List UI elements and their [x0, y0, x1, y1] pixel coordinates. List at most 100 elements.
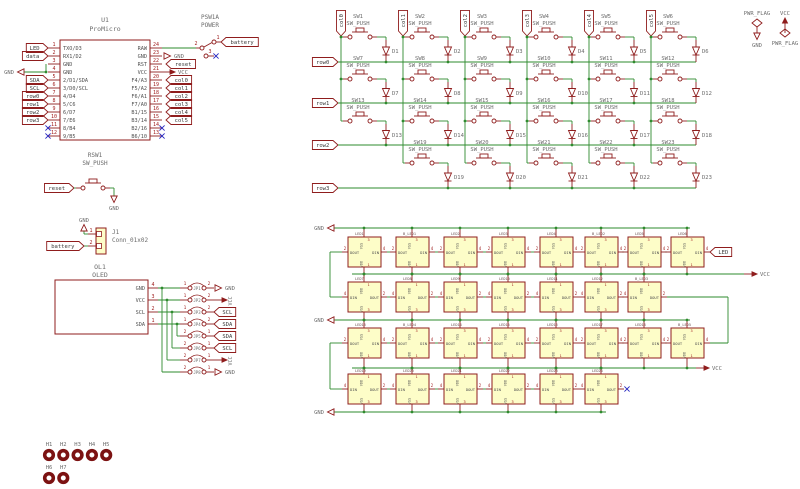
diode-triangle[interactable] [691, 46, 701, 57]
component-LED13-body[interactable] [347, 327, 382, 359]
global-label-SDA[interactable] [25, 75, 49, 85]
diode-triangle[interactable] [567, 130, 577, 140]
global-label-data[interactable] [21, 51, 49, 61]
global-label-col4[interactable] [584, 9, 594, 37]
global-label-row2[interactable] [311, 140, 339, 150]
diode-triangle[interactable] [691, 172, 701, 183]
component-B_LED1-body[interactable] [395, 236, 430, 268]
component-LED21-body[interactable] [443, 373, 478, 405]
component-LED8-body[interactable] [395, 281, 430, 313]
global-label-row0[interactable] [21, 91, 49, 101]
mounting-hole-H7[interactable] [57, 471, 70, 485]
diode-triangle[interactable] [381, 130, 391, 140]
global-label-row3[interactable] [311, 183, 339, 193]
diode-triangle[interactable] [629, 46, 639, 57]
global-label-SDA[interactable] [213, 319, 237, 329]
pwr-flag-symbol[interactable] [751, 18, 763, 28]
global-label-col1[interactable] [165, 83, 193, 93]
component-LED10-body[interactable] [491, 281, 526, 313]
gnd-symbol[interactable] [110, 195, 118, 204]
gnd-symbol[interactable] [16, 68, 25, 76]
diode-triangle[interactable] [505, 46, 515, 57]
diode-triangle[interactable] [691, 88, 701, 98]
global-label-reset[interactable] [44, 183, 75, 193]
global-label-row3[interactable] [21, 115, 49, 125]
global-label-col0[interactable] [336, 9, 346, 37]
global-label-col2[interactable] [165, 91, 193, 101]
jumper-JP2[interactable] [189, 294, 205, 299]
component-B_LED5-body[interactable] [670, 327, 705, 359]
diode-triangle[interactable] [505, 88, 515, 98]
diode-triangle[interactable] [381, 46, 391, 57]
diode-triangle[interactable] [443, 130, 453, 140]
mounting-hole-H5[interactable] [100, 448, 113, 462]
global-label-LED[interactable] [25, 43, 49, 53]
global-label-col5[interactable] [646, 9, 656, 37]
gnd-symbol[interactable] [753, 32, 761, 41]
global-label-LED[interactable] [709, 247, 733, 257]
component-U1-body[interactable] [59, 39, 151, 141]
global-label-col3[interactable] [165, 99, 193, 109]
no-connect-x[interactable] [45, 125, 51, 131]
no-connect-x[interactable] [159, 125, 165, 131]
component-LED15-body[interactable] [491, 327, 526, 359]
no-connect-x[interactable] [213, 53, 219, 59]
diode-triangle[interactable] [443, 172, 453, 183]
global-label-col1[interactable] [398, 9, 408, 37]
no-connect-x[interactable] [624, 386, 630, 392]
pwr-flag-symbol[interactable] [779, 28, 791, 38]
diode-triangle[interactable] [505, 172, 515, 183]
component-J1-body[interactable] [95, 227, 107, 255]
diode-triangle[interactable] [629, 88, 639, 98]
mounting-hole-H4[interactable] [85, 448, 98, 462]
diode-triangle[interactable] [629, 172, 639, 183]
jumper-JP5[interactable] [189, 330, 205, 335]
component-LED9-body[interactable] [443, 281, 478, 313]
diode-triangle[interactable] [505, 130, 515, 140]
global-label-row1[interactable] [21, 99, 49, 109]
component-OL1-body[interactable] [54, 279, 149, 335]
component-LED18-body[interactable] [627, 327, 662, 359]
mounting-hole-H3[interactable] [71, 448, 84, 462]
gnd-symbol[interactable] [80, 223, 88, 232]
global-label-SCL[interactable] [213, 343, 237, 353]
global-label-row2[interactable] [21, 107, 49, 117]
gnd-symbol[interactable] [163, 52, 172, 60]
mounting-hole-H1[interactable] [42, 448, 56, 462]
jumper-JP3[interactable] [189, 306, 205, 311]
mounting-hole-H6[interactable] [42, 471, 56, 485]
global-label-col2[interactable] [460, 9, 470, 37]
jumper-JP1[interactable] [189, 282, 205, 287]
global-label-battery[interactable] [46, 241, 85, 251]
component-LED1-body[interactable] [347, 236, 382, 268]
jumper-JP8[interactable] [189, 366, 205, 371]
gnd-symbol[interactable] [214, 368, 223, 376]
global-label-row1[interactable] [311, 98, 339, 108]
switch-lever[interactable] [203, 42, 213, 48]
global-label-reset[interactable] [165, 59, 196, 69]
gnd-symbol[interactable] [326, 224, 335, 232]
jumper-JP4[interactable] [189, 318, 205, 323]
gnd-symbol[interactable] [326, 316, 335, 324]
component-LED19-body[interactable] [347, 373, 382, 405]
diode-triangle[interactable] [567, 46, 577, 57]
diode-triangle[interactable] [567, 172, 577, 183]
global-label-col3[interactable] [522, 9, 532, 37]
component-LED22-body[interactable] [491, 373, 526, 405]
no-connect-x[interactable] [45, 133, 51, 139]
component-B_LED2-body[interactable] [584, 236, 619, 268]
no-connect-x[interactable] [159, 133, 165, 139]
diode-triangle[interactable] [629, 130, 639, 140]
diode-triangle[interactable] [567, 88, 577, 98]
global-label-col4[interactable] [165, 107, 193, 117]
global-label-SCL[interactable] [25, 83, 49, 93]
jumper-JP7[interactable] [189, 354, 205, 359]
component-LED2-body[interactable] [443, 236, 478, 268]
global-label-SCL[interactable] [213, 307, 237, 317]
global-label-SDA[interactable] [213, 331, 237, 341]
component-LED4-body[interactable] [539, 236, 574, 268]
component-LED6-body[interactable] [670, 236, 705, 268]
diode-triangle[interactable] [443, 88, 453, 98]
global-label-col5[interactable] [165, 115, 193, 125]
